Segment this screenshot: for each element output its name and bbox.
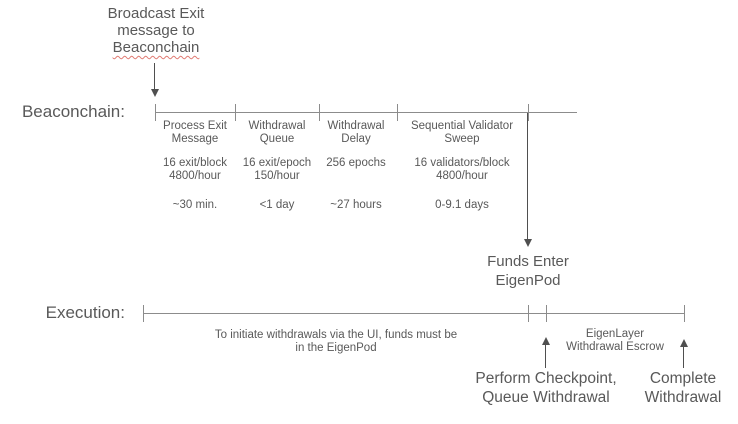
segment-rate-line: 150/hour bbox=[254, 170, 300, 182]
beaconchain-timeline-tick bbox=[319, 104, 320, 121]
funds-note-line: Funds Enter bbox=[487, 253, 569, 270]
execution-timeline-tick bbox=[143, 305, 144, 322]
segment-title-line: Queue bbox=[259, 133, 295, 145]
segment-rate-line: 16 validators/block bbox=[414, 157, 510, 169]
segment-rate: 256 epochs bbox=[311, 157, 401, 170]
segment-rate: 16 exit/block 4800/hour bbox=[150, 157, 240, 183]
segment-rate-line: 4800/hour bbox=[169, 170, 221, 182]
execution-timeline bbox=[143, 313, 684, 314]
ui-withdrawal-note-line: To initiate withdrawals via the UI, fund… bbox=[214, 329, 458, 341]
segment-title: Process Exit Message bbox=[150, 120, 240, 146]
segment-title-line: Delay bbox=[341, 133, 371, 145]
segment-title-line: Withdrawal bbox=[327, 120, 385, 132]
complete-arrow-head-icon bbox=[680, 339, 688, 347]
segment-rate-line: 16 exit/block bbox=[163, 157, 227, 169]
segment-rate: 16 exit/epoch 150/hour bbox=[232, 157, 322, 183]
broadcast-exit-note-line1: Broadcast Exit bbox=[107, 5, 205, 22]
complete-withdrawal-note: Complete Withdrawal bbox=[627, 369, 738, 407]
segment-rate-line: 16 exit/epoch bbox=[242, 157, 312, 169]
escrow-label-line: EigenLayer bbox=[585, 328, 645, 340]
escrow-label-line: Withdrawal Escrow bbox=[566, 341, 664, 353]
segment-rate: 16 validators/block 4800/hour bbox=[399, 157, 525, 183]
complete-withdrawal-note-line: Withdrawal bbox=[644, 389, 722, 406]
segment-title-line: Sweep bbox=[444, 133, 480, 145]
funds-arrow-head-icon bbox=[524, 239, 532, 247]
complete-withdrawal-note-line: Complete bbox=[649, 370, 717, 387]
beaconchain-misspelled-word: Beaconchain bbox=[112, 39, 200, 56]
segment-duration: <1 day bbox=[259, 199, 295, 211]
segment-duration: ~30 min. bbox=[172, 199, 218, 211]
checkpoint-arrow-line bbox=[545, 344, 546, 368]
beaconchain-timeline-tick bbox=[235, 104, 236, 121]
segment-duration: 0-9.1 days bbox=[435, 199, 489, 211]
segment-rate-line: 4800/hour bbox=[436, 170, 488, 182]
ui-withdrawal-note: To initiate withdrawals via the UI, fund… bbox=[196, 329, 476, 355]
beaconchain-timeline-tick bbox=[528, 104, 529, 121]
perform-checkpoint-note: Perform Checkpoint, Queue Withdrawal bbox=[461, 369, 631, 407]
segment-title-line: Message bbox=[171, 133, 219, 145]
broadcast-exit-note-line3: Beaconchain bbox=[95, 39, 217, 56]
broadcast-arrow-line bbox=[154, 63, 155, 91]
complete-arrow-line bbox=[683, 346, 684, 368]
segment-title: Withdrawal Delay bbox=[311, 120, 401, 146]
execution-timeline-tick bbox=[528, 305, 529, 322]
beaconchain-row-label: Beaconchain: bbox=[21, 102, 125, 121]
segment-title-line: Withdrawal bbox=[248, 120, 306, 132]
execution-timeline-tick bbox=[684, 305, 685, 322]
beaconchain-timeline-tick bbox=[397, 104, 398, 121]
segment-title: Withdrawal Queue bbox=[232, 120, 322, 146]
broadcast-exit-note: Broadcast Exit message to Beaconchain bbox=[95, 5, 217, 56]
segment-rate-line: 256 epochs bbox=[326, 157, 386, 169]
segment-title-line: Sequential Validator bbox=[410, 120, 514, 132]
segment-title: Sequential Validator Sweep bbox=[399, 120, 525, 146]
funds-note-line: EigenPod bbox=[495, 272, 561, 289]
execution-timeline-tick bbox=[546, 305, 547, 322]
perform-checkpoint-note-line: Perform Checkpoint, bbox=[475, 370, 617, 387]
perform-checkpoint-note-line: Queue Withdrawal bbox=[482, 389, 610, 406]
eigenlayer-withdrawal-escrow-label: EigenLayer Withdrawal Escrow bbox=[556, 328, 674, 354]
ui-withdrawal-note-line: in the EigenPod bbox=[295, 342, 377, 354]
funds-arrow-line bbox=[527, 113, 528, 241]
broadcast-exit-note-line2: message to bbox=[117, 22, 195, 39]
segment-duration: ~27 hours bbox=[330, 199, 382, 211]
funds-enter-eigenpod-note: Funds Enter EigenPod bbox=[468, 252, 588, 290]
beaconchain-timeline-tick bbox=[155, 104, 156, 121]
broadcast-arrow-head-icon bbox=[151, 89, 159, 97]
execution-row-label: Execution: bbox=[45, 303, 125, 322]
checkpoint-arrow-head-icon bbox=[542, 337, 550, 345]
beaconchain-timeline bbox=[155, 112, 577, 113]
segment-title-line: Process Exit bbox=[163, 120, 227, 132]
